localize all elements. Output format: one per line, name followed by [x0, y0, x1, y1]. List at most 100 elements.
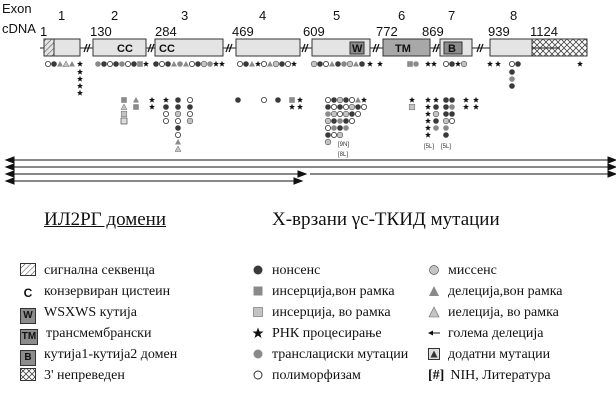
polymorphism-marker: [260, 61, 267, 68]
rna-processing-marker: [367, 60, 373, 67]
signal-sequence-segment: [43, 38, 55, 57]
rna-processing-marker: [149, 103, 155, 110]
arrow-icon: [428, 330, 440, 336]
light-triangle-icon: [428, 306, 440, 318]
legend-label: инсерција, во рамка: [272, 305, 391, 320]
rna-processing-marker: [577, 60, 583, 67]
missense-marker: [342, 110, 350, 118]
nonsense-marker: [175, 97, 181, 103]
polymorphism-marker: [348, 97, 355, 104]
gray-square-icon: [253, 286, 263, 296]
bracket-icon: [#]: [428, 368, 445, 383]
cdna-position: 939: [488, 24, 510, 39]
deletion-marker: [353, 61, 359, 67]
polymorphism-marker: [360, 104, 367, 111]
translation-marker: [341, 61, 347, 67]
exon-number: 2: [111, 8, 118, 23]
tm-label: TM: [395, 43, 411, 55]
exon-number: 6: [398, 8, 405, 23]
nonsense-marker: [449, 61, 455, 67]
exon-4-box: [235, 38, 301, 57]
nonsense-marker: [175, 125, 181, 131]
b-box-icon: B: [20, 350, 36, 366]
nonsense-marker: [355, 104, 361, 110]
nonsense-marker: [443, 104, 449, 110]
legend-insertion-frameshift: инсерција,вон рамка: [252, 284, 395, 300]
deletion-inframe-marker: [62, 60, 70, 67]
polymorphism-marker: [330, 104, 337, 111]
deletion-marker: [329, 61, 335, 67]
polymorphism-marker: [174, 131, 181, 138]
rna-processing-marker: [213, 60, 219, 67]
mutation-tag: [5L]: [424, 144, 434, 150]
nonsense-marker: [113, 61, 119, 67]
exon-number: 1: [58, 8, 65, 23]
exon-6-box: [382, 38, 431, 57]
cdna-position: 469: [232, 24, 254, 39]
box-domain-label: B: [448, 43, 456, 55]
nonsense-marker: [101, 61, 107, 67]
dark-circle-icon: [253, 265, 263, 275]
nonsense-marker: [343, 118, 349, 124]
nonsense-marker: [509, 83, 515, 89]
nonsense-marker: [331, 118, 337, 124]
translation-marker: [119, 61, 125, 67]
legend-label: миссенс: [448, 263, 497, 278]
polymorphism-marker: [186, 97, 193, 104]
missense-marker: [272, 60, 280, 68]
rna-processing-marker: [77, 60, 83, 67]
insertion-inframe-marker: [120, 110, 128, 118]
cdna-position: 1124: [530, 24, 558, 39]
missense-marker: [336, 96, 344, 104]
legend-label: полиморфизам: [272, 368, 361, 383]
nonsense-marker: [335, 61, 341, 67]
polymorphism-marker: [448, 118, 455, 125]
translation-marker: [95, 61, 101, 67]
nonsense-marker: [433, 104, 439, 110]
insertion-marker: [121, 97, 127, 103]
wsxws-label: W: [352, 43, 363, 55]
missense-marker: [336, 131, 344, 139]
cc-domain-label: CC: [159, 43, 175, 55]
nonsense-marker: [443, 97, 449, 103]
deletion-marker: [355, 97, 361, 103]
polymorphism-marker: [284, 61, 291, 68]
legend-label: делеција,вон рамка: [448, 284, 563, 299]
exon-label: Exon: [2, 1, 32, 16]
legend-translation: транслациски мутации: [252, 347, 408, 363]
hatch-icon: [20, 263, 36, 276]
mutation-markers: [45, 60, 583, 152]
utr-segment: [531, 38, 588, 57]
exon-number: 8: [510, 8, 517, 23]
legend-label: голема делеција: [448, 326, 544, 341]
rna-processing-marker: [409, 96, 415, 103]
missense-marker: [186, 117, 194, 125]
rna-processing-marker: [291, 60, 297, 67]
insertion-marker: [289, 97, 295, 103]
deletion-marker: [171, 61, 177, 67]
deletion-inframe-marker: [174, 145, 182, 152]
rna-processing-marker: [425, 96, 431, 103]
nonsense-marker: [235, 97, 241, 103]
polymorphism-marker: [322, 61, 329, 68]
gray-triangle-icon: [429, 286, 439, 296]
rna-processing-marker: [297, 96, 303, 103]
legend-rna-processing: РНК процесирање: [252, 326, 382, 342]
legend-deletion-inframe: иелеција, во рамка: [428, 305, 559, 321]
nonsense-marker: [195, 61, 201, 67]
legend-label: РНК процесирање: [272, 326, 382, 341]
polymorphism-marker: [324, 125, 331, 132]
legend-label: кутија1-кутија2 домен: [44, 347, 178, 362]
exon-2-box: [92, 38, 147, 57]
exon-number: 5: [333, 8, 340, 23]
deletion-inframe-marker: [120, 103, 128, 110]
nonsense-marker: [337, 125, 343, 131]
polymorphism-marker: [336, 111, 343, 118]
gray-circle-icon: [253, 349, 263, 359]
deletion-marker: [133, 97, 139, 103]
rna-processing-marker: [425, 103, 431, 110]
nonsense-marker: [433, 118, 439, 124]
rna-processing-marker: [163, 96, 169, 103]
